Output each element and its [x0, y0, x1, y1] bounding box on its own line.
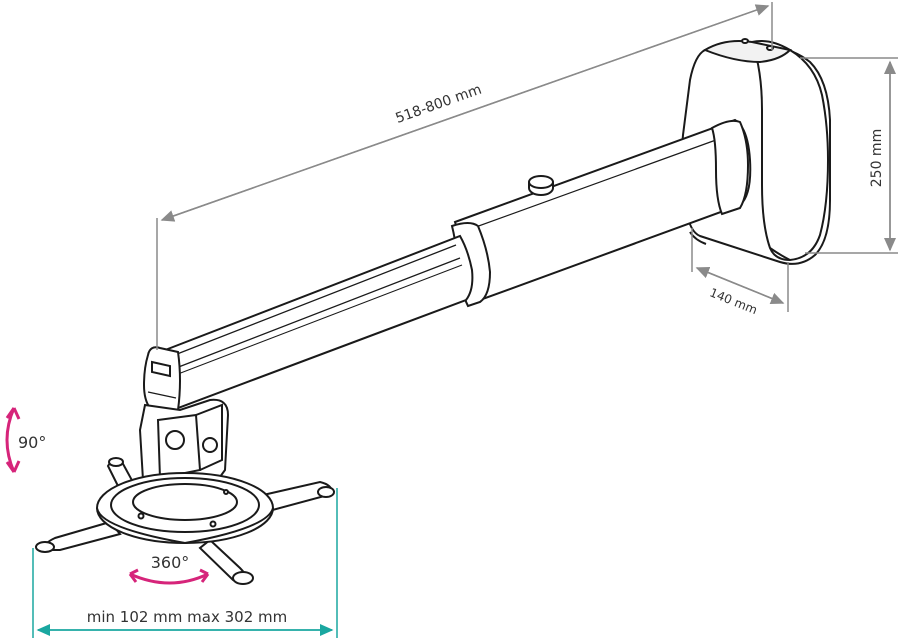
- swivel-label: 360°: [151, 553, 190, 572]
- swivel-arrow-icon: [128, 568, 210, 585]
- plate-height-dimension: [800, 57, 898, 254]
- tilt-arrow-icon: [5, 407, 21, 473]
- bracket-span-label: min 102 mm max 302 mm: [87, 608, 288, 626]
- adjustment-knob-icon: [528, 175, 554, 196]
- bracket-span-dimension: [32, 488, 338, 638]
- tilt-label: 90°: [18, 433, 46, 452]
- plate-height-label: 250 mm: [869, 129, 885, 187]
- arm-length-label: 518-800 mm: [393, 82, 483, 127]
- outer-arm-tube: [450, 118, 752, 308]
- arm-length-dimension: [156, 2, 773, 350]
- plate-depth-dimension: [691, 228, 789, 312]
- inner-arm-tube: [158, 234, 474, 410]
- projector-plate: [35, 457, 335, 585]
- arm-head: [142, 346, 181, 417]
